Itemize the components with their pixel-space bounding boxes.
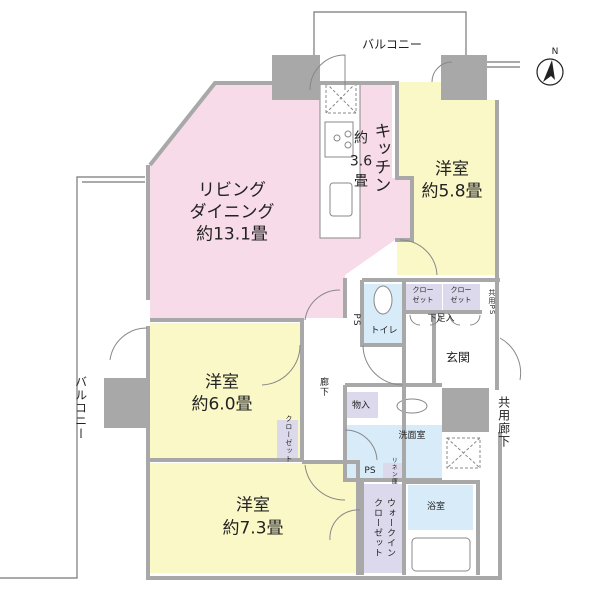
western-room-3-size: 約7.3畳 bbox=[222, 518, 284, 539]
closet-a-label-2: ゼット bbox=[412, 296, 434, 305]
kitchen-size-unit: 畳 bbox=[354, 173, 368, 190]
hallway-label: 廊下 bbox=[317, 377, 328, 397]
living-size: 約13.1畳 bbox=[196, 224, 268, 245]
western-room-2-size: 約6.0畳 bbox=[191, 394, 253, 415]
storage-label: 物入 bbox=[351, 401, 371, 412]
kitchen-size-value: 3.6 bbox=[349, 153, 373, 170]
linen-label: リネン庫 bbox=[390, 457, 398, 485]
kitchen-size-prefix: 約 bbox=[354, 130, 368, 147]
closet-b-label-2: ゼット bbox=[450, 296, 472, 305]
kitchen-label: キッチン bbox=[370, 122, 391, 194]
toilet-label: トイレ bbox=[370, 326, 398, 337]
compass-north-label: N bbox=[551, 47, 559, 58]
walk-in-closet bbox=[364, 484, 402, 573]
bathroom-label: 浴室 bbox=[426, 502, 446, 513]
washbasin bbox=[396, 398, 428, 414]
living-label-1: リビング bbox=[198, 180, 266, 201]
shared-corridor-label: 共用廊下 bbox=[496, 396, 511, 448]
ps-1-label: PS bbox=[350, 313, 361, 327]
closet-a bbox=[405, 284, 442, 310]
shoe-box-label: 下足入 bbox=[427, 314, 455, 325]
linen-closet bbox=[383, 463, 402, 481]
toilet-bowl bbox=[373, 285, 393, 315]
bathroom bbox=[408, 485, 473, 530]
western-room-3 bbox=[148, 463, 358, 573]
western-room-2 bbox=[150, 323, 300, 460]
western-room-1 bbox=[397, 82, 497, 275]
entrance-label: 玄関 bbox=[445, 350, 471, 365]
balcony-top-outline bbox=[313, 11, 467, 57]
bathtub bbox=[411, 537, 471, 572]
closet-a-label-1: クロー bbox=[412, 286, 434, 295]
closet-c bbox=[277, 420, 298, 458]
living-label-2: ダイニング bbox=[189, 202, 275, 223]
western-room-1-label: 洋室 bbox=[435, 159, 469, 180]
storage-room bbox=[345, 392, 378, 418]
north-compass-icon bbox=[536, 58, 564, 86]
balcony-left-label: バルコニー bbox=[73, 375, 88, 441]
washroom-label: 洗面室 bbox=[398, 431, 426, 442]
stove bbox=[324, 121, 354, 158]
walk-in-closet-label-2: クローゼット bbox=[371, 498, 382, 558]
closet-b bbox=[443, 284, 480, 310]
western-room-1-size: 約5.8畳 bbox=[421, 181, 483, 202]
closet-c-label: クローゼット bbox=[284, 415, 293, 463]
western-room-3-label: 洋室 bbox=[236, 495, 270, 516]
walk-in-closet-label-1: ウォークイン bbox=[384, 498, 395, 558]
shared-ps-label: 共用PS bbox=[487, 288, 496, 316]
balcony-left-outline bbox=[0, 176, 145, 579]
closet-b-label-1: クロー bbox=[450, 286, 472, 295]
balcony-top-label: バルコニー bbox=[362, 37, 422, 52]
sink bbox=[329, 182, 353, 217]
western-room-2-label: 洋室 bbox=[205, 372, 239, 393]
ps-2-label: PS bbox=[364, 466, 376, 477]
